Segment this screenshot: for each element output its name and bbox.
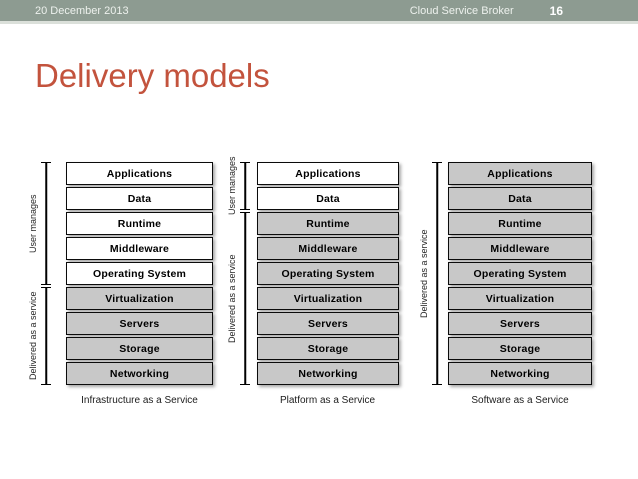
bracket-label-delivered-as-a-service: Delivered as a service (419, 229, 429, 318)
caption-infrastructure-as-a-service: Infrastructure as a Service (81, 395, 198, 406)
layer-runtime: Runtime (66, 212, 213, 235)
layer-virtualization: Virtualization (66, 287, 213, 310)
layer-operating-system: Operating System (257, 262, 399, 285)
header-date: 20 December 2013 (35, 4, 129, 17)
layer-networking: Networking (448, 362, 592, 385)
page-number: 16 (549, 3, 563, 18)
layer-storage: Storage (257, 337, 399, 360)
bracket-paas-delivered (240, 212, 250, 385)
layer-servers: Servers (66, 312, 213, 335)
layer-servers: Servers (448, 312, 592, 335)
layer-runtime: Runtime (448, 212, 592, 235)
bracket-iaas-user-manages (41, 162, 51, 285)
layer-operating-system: Operating System (448, 262, 592, 285)
layer-data: Data (448, 187, 592, 210)
layer-networking: Networking (257, 362, 399, 385)
layer-middleware: Middleware (257, 237, 399, 260)
stack-saas: Applications Data Runtime Middleware Ope… (448, 162, 592, 387)
layer-servers: Servers (257, 312, 399, 335)
layer-networking: Networking (66, 362, 213, 385)
layer-data: Data (257, 187, 399, 210)
header-context-title: Cloud Service Broker (409, 4, 514, 17)
layer-middleware: Middleware (66, 237, 213, 260)
layer-runtime: Runtime (257, 212, 399, 235)
header-bar: 20 December 2013 Cloud Service Broker 16 (0, 0, 638, 24)
layer-applications: Applications (257, 162, 399, 185)
layer-data: Data (66, 187, 213, 210)
bracket-label-user-manages: User manages (28, 194, 38, 253)
layer-applications: Applications (448, 162, 592, 185)
layer-applications: Applications (66, 162, 213, 185)
layer-storage: Storage (448, 337, 592, 360)
stack-iaas: Applications Data Runtime Middleware Ope… (66, 162, 213, 387)
bracket-label-delivered-as-a-service: Delivered as a service (227, 254, 237, 343)
bracket-saas-delivered (432, 162, 442, 385)
layer-middleware: Middleware (448, 237, 592, 260)
layer-storage: Storage (66, 337, 213, 360)
layer-virtualization: Virtualization (257, 287, 399, 310)
bracket-paas-user-manages (240, 162, 250, 210)
caption-platform-as-a-service: Platform as a Service (279, 395, 376, 406)
layer-operating-system: Operating System (66, 262, 213, 285)
bracket-label-delivered-as-a-service: Delivered as a service (28, 291, 38, 381)
caption-software-as-a-service: Software as a Service (471, 395, 569, 406)
bracket-iaas-delivered (41, 287, 51, 385)
slide-title: Delivery models (35, 57, 270, 94)
header-right-group: Cloud Service Broker 16 (410, 4, 563, 18)
stack-paas: Applications Data Runtime Middleware Ope… (257, 162, 399, 387)
layer-virtualization: Virtualization (448, 287, 592, 310)
